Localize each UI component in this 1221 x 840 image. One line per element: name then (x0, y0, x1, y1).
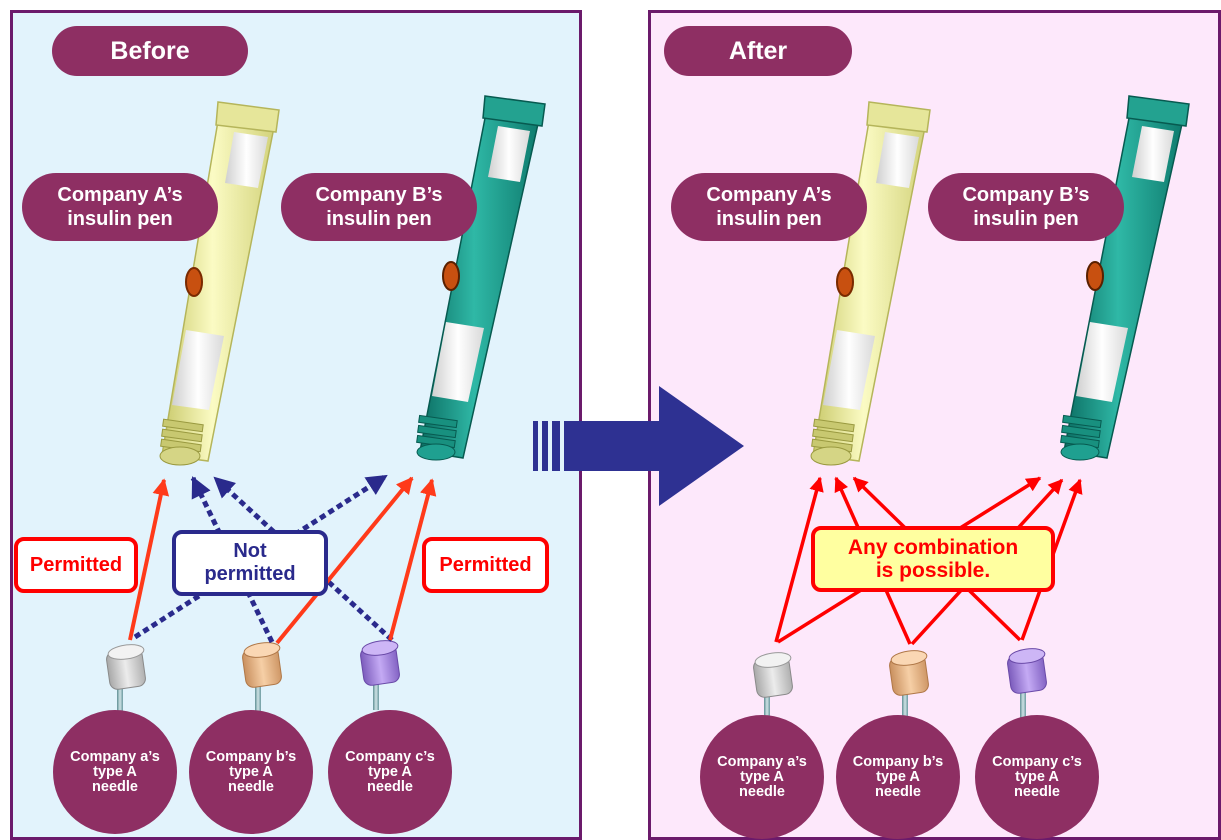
pen-b-label-line2: insulin pen (973, 208, 1079, 230)
needle-b-after (889, 650, 929, 720)
needle-a-label-after: Company a’s type A needle (700, 715, 824, 839)
needle-label-line2: type A (1015, 768, 1059, 785)
pen-a-label-line1: Company A’s (706, 184, 832, 206)
needle-a-after (753, 652, 793, 720)
needle-label-line3: needle (875, 783, 921, 800)
permitted-arrows (128, 476, 437, 645)
any-combination-line1: Any combination (847, 536, 1019, 559)
needle-label-line1: Company b’s (205, 748, 297, 765)
needle-c-label-before: Company c’s type A needle (328, 710, 452, 834)
needle-label-line3: needle (1014, 783, 1060, 800)
permitted-label-right: Permitted (422, 537, 549, 593)
not-permitted-line1: Not (233, 540, 267, 562)
needle-label-line1: Company a’s (70, 748, 160, 765)
any-combination-line2: is possible. (875, 559, 991, 582)
needle-label-line2: type A (740, 768, 784, 785)
needle-label-line3: needle (367, 778, 413, 795)
needle-c-before (360, 640, 400, 710)
pen-a-label-line1: Company A’s (57, 184, 183, 206)
needle-label-line3: needle (92, 778, 138, 795)
needle-c-after (1007, 648, 1047, 718)
needle-b-label-after: Company b’s type A needle (836, 715, 960, 839)
after-title: After (664, 26, 852, 76)
needle-label-line1: Company c’s (345, 748, 435, 765)
needle-b-before (242, 642, 282, 712)
before-title: Before (52, 26, 248, 76)
permitted-arrow-a-to-a (128, 478, 170, 641)
permitted-arrow-c-to-b (388, 478, 437, 641)
needle-a-label-before: Company a’s type A needle (53, 710, 177, 834)
pen-b-after (1060, 95, 1190, 461)
pen-a-after (810, 101, 931, 466)
needle-b-label-before: Company b’s type A needle (189, 710, 313, 834)
pen-a-label-before: Company A’s insulin pen (22, 173, 218, 241)
pen-b-label-line2: insulin pen (326, 208, 432, 230)
pen-a-before (159, 101, 280, 466)
needle-c-label-after: Company c’s type A needle (975, 715, 1099, 839)
needle-label-line2: type A (229, 763, 273, 780)
needle-label-line1: Company b’s (852, 753, 944, 770)
needle-a-before (106, 644, 146, 712)
pen-a-label-line2: insulin pen (67, 208, 173, 230)
needle-label-line3: needle (739, 783, 785, 800)
pen-b-before (416, 95, 546, 461)
pen-a-label-after: Company A’s insulin pen (671, 173, 867, 241)
transition-arrow (533, 386, 744, 506)
pen-b-label-before: Company B’s insulin pen (281, 173, 477, 241)
pen-b-label-line1: Company B’s (962, 184, 1090, 206)
needle-label-line2: type A (876, 768, 920, 785)
pen-b-label-line1: Company B’s (315, 184, 443, 206)
needle-label-line1: Company a’s (717, 753, 807, 770)
any-combination-label: Any combination is possible. (811, 526, 1055, 592)
pen-b-label-after: Company B’s insulin pen (928, 173, 1124, 241)
needle-label-line2: type A (368, 763, 412, 780)
needle-label-line3: needle (228, 778, 274, 795)
pen-a-label-line2: insulin pen (716, 208, 822, 230)
permitted-label-left: Permitted (14, 537, 138, 593)
not-permitted-label: Not permitted (172, 530, 328, 596)
needle-label-line2: type A (93, 763, 137, 780)
not-permitted-line2: permitted (204, 563, 296, 585)
needle-label-line1: Company c’s (992, 753, 1082, 770)
permitted-arrow-b-to-b (275, 476, 414, 645)
